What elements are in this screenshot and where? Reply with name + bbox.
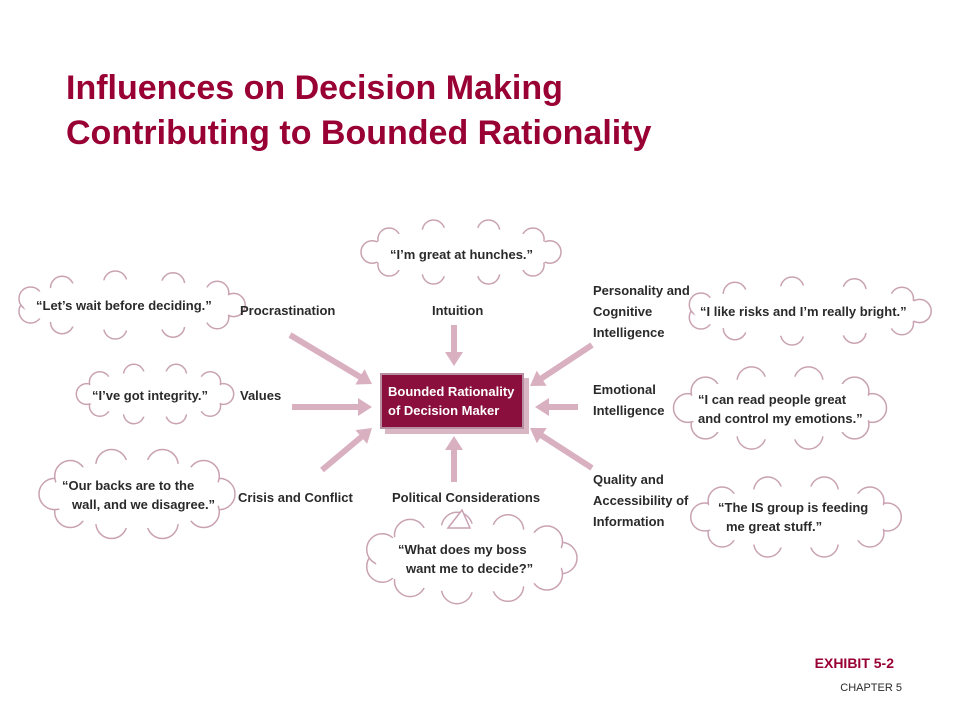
label-values: Values — [240, 388, 282, 403]
cloud-emotions — [672, 366, 888, 450]
quote-is-group: “The IS group is feeding me great stuff.… — [718, 500, 869, 534]
label-crisis-and-conflict: Crisis and Conflict — [238, 490, 353, 505]
quote-emotions: “I can read people great and control my … — [698, 392, 863, 426]
slide-title: Influences on Decision Making Contributi… — [66, 66, 651, 156]
arrow-quality — [530, 428, 594, 471]
arrow-values — [292, 398, 372, 416]
exhibit-label: EXHIBIT 5-2 — [814, 655, 894, 671]
arrow-personality — [530, 342, 594, 386]
label-procrastination: Procrastination — [240, 303, 336, 318]
thought-clouds — [18, 219, 932, 605]
cloud-hunches — [360, 219, 562, 285]
arrow-procrastination — [288, 332, 372, 385]
label-intuition: Intuition — [432, 303, 484, 318]
quote-wait: “Let’s wait before deciding.” — [36, 298, 212, 313]
arrow-crisis — [320, 428, 372, 473]
cloud-backs — [38, 448, 236, 540]
quote-boss: “What does my boss want me to decide?” — [398, 542, 534, 576]
label-personality: Personality and Cognitive Intelligence — [593, 283, 690, 340]
label-emotional-intelligence: Emotional Intelligence — [593, 382, 665, 418]
center-line-1: Bounded Rationality — [388, 384, 515, 399]
cloud-boss — [365, 508, 578, 605]
label-political-considerations: Political Considerations — [392, 490, 541, 505]
quote-integrity: “I’ve got integrity.” — [92, 388, 209, 403]
influence-arrows — [288, 325, 594, 482]
chapter-label: CHAPTER 5 — [840, 682, 902, 694]
center-line-2: of Decision Maker — [388, 403, 500, 418]
arrow-political — [445, 436, 463, 482]
cloud-is-group — [689, 476, 903, 558]
arrow-emotional — [535, 398, 578, 416]
center-box-bounded-rationality: Bounded Rationality of Decision Maker — [380, 373, 524, 429]
cloud-integrity — [75, 363, 235, 425]
arrow-intuition — [445, 325, 463, 366]
cloud-risks — [688, 276, 932, 346]
quote-risks: “I like risks and I’m really bright.” — [700, 304, 907, 319]
label-quality-of-information: Quality and Accessibility of Information — [593, 472, 689, 529]
title-line-2: Contributing to Bounded Rationality — [66, 114, 652, 152]
quote-hunches: “I’m great at hunches.” — [390, 247, 534, 262]
cloud-wait — [18, 270, 246, 340]
title-line-1: Influences on Decision Making — [66, 69, 563, 107]
quote-backs-to-wall: “Our backs are to the wall, and we disag… — [62, 478, 216, 512]
